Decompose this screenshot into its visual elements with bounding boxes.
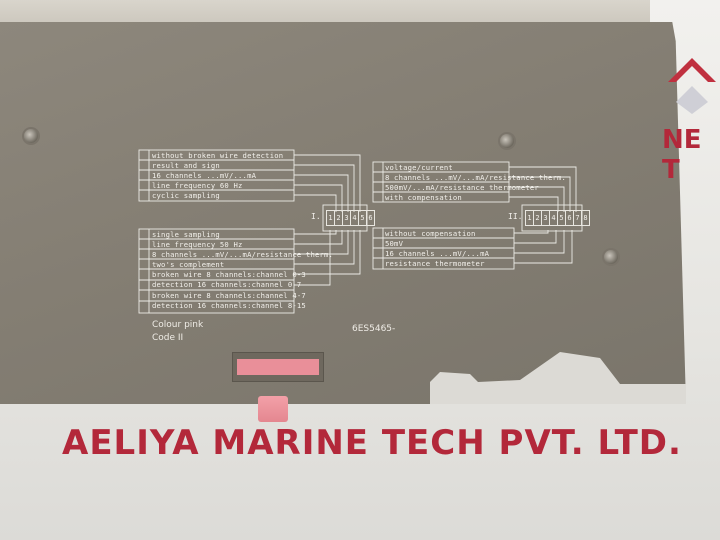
wiring-diagram — [138, 149, 686, 404]
colour-note: Colour pink — [152, 320, 204, 330]
module-faceplate — [0, 22, 686, 404]
option-label: detection 16 channels:channel 0-7 — [152, 280, 302, 289]
coding-plug — [258, 396, 288, 422]
watermark-text: AELIYA MARINE TECH PVT. LTD. — [62, 423, 682, 463]
option-label: 50mV — [385, 239, 404, 248]
watermark-logo-icon — [668, 58, 716, 114]
option-label: detection 16 channels:channel 8-15 — [152, 301, 306, 310]
option-label: cyclic sampling — [152, 191, 220, 200]
code-note: Code II — [152, 333, 184, 343]
screw-icon — [604, 250, 618, 264]
option-label: two's complement — [152, 260, 225, 269]
option-label: without broken wire detection — [152, 151, 284, 160]
watermark-right-text: NE T — [662, 125, 702, 185]
option-label: line frequency 60 Hz — [152, 181, 243, 190]
option-label: 16 channels ...mV/...mA — [152, 171, 257, 180]
option-label: result and sign — [152, 161, 220, 170]
option-label: with compensation — [385, 193, 462, 202]
option-label: broken wire 8 channels:channel 4-7 — [152, 291, 306, 300]
faceplate-print: without broken wire detection result and… — [0, 22, 686, 404]
dip-switch-left: 1 2 3 4 5 6 — [326, 210, 375, 226]
connector-socket — [237, 359, 319, 375]
screw-icon — [500, 134, 514, 148]
dip-position: 8 — [581, 210, 590, 226]
screw-icon — [24, 129, 38, 143]
option-label: 16 channels ...mV/...mA — [385, 249, 490, 258]
dip-switch-right: 1 2 3 4 5 6 7 8 — [525, 210, 590, 226]
option-label: 8 channels ...mV/...mA/resistance therm. — [152, 250, 334, 259]
part-number: 6ES5465- — [352, 324, 396, 334]
option-label: without compensation — [385, 229, 476, 238]
switch-left-label: I. — [311, 212, 321, 221]
dip-position: 6 — [366, 210, 375, 226]
option-label: broken wire 8 channels:channel 0-3 — [152, 270, 306, 279]
option-label: resistance thermometer — [385, 259, 485, 268]
option-label: voltage/current — [385, 163, 453, 172]
front-connector — [232, 352, 324, 382]
option-label: single sampling — [152, 230, 220, 239]
switch-right-label: II. — [508, 212, 523, 221]
option-label: 500mV/...mA/resistance thermometer — [385, 183, 539, 192]
option-label: 8 channels ...mV/...mA/resistance therm. — [385, 173, 567, 182]
option-label: line frequency 50 Hz — [152, 240, 243, 249]
